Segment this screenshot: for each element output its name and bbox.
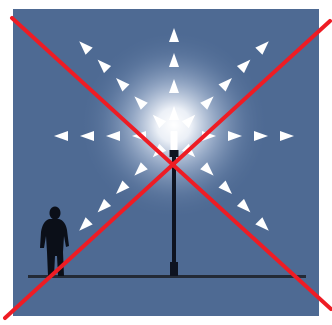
ground-line [28, 275, 306, 278]
